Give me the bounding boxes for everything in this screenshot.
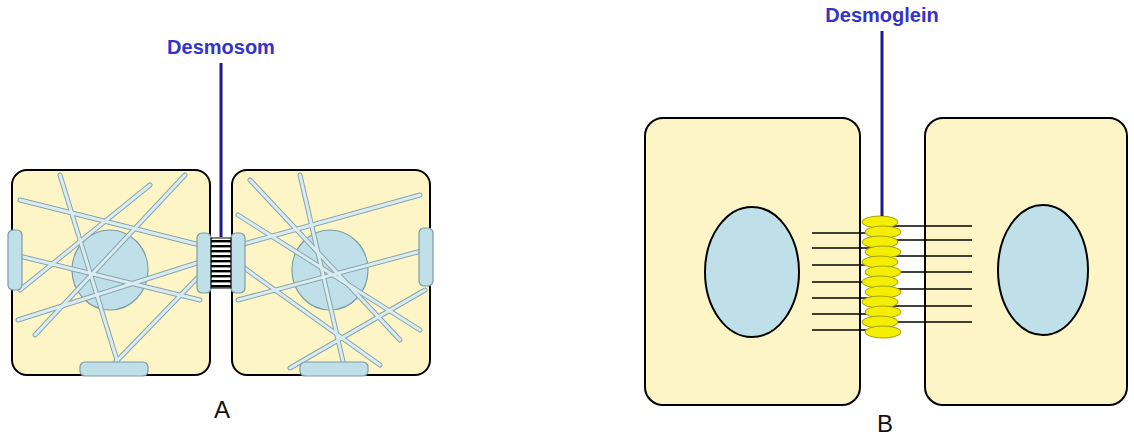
plaque	[231, 233, 245, 293]
filament	[238, 215, 420, 330]
desmosome-junction	[211, 238, 231, 288]
plaque	[197, 233, 211, 293]
structure-label: Desmoglein	[825, 4, 938, 27]
desmoglein	[865, 326, 901, 338]
plaque	[300, 362, 368, 376]
filament	[240, 195, 420, 245]
filaments	[238, 175, 425, 370]
filament	[20, 200, 200, 245]
plaque	[419, 228, 433, 286]
cell	[232, 170, 430, 375]
filament	[290, 290, 425, 368]
desmoglein-stack	[862, 216, 901, 338]
anchor-lines	[812, 226, 972, 330]
plaque	[80, 362, 148, 376]
filament	[20, 185, 150, 290]
cell	[925, 118, 1127, 405]
nucleus	[998, 205, 1088, 335]
nucleus	[705, 207, 799, 337]
panel-letter: B	[877, 410, 893, 438]
cell	[12, 170, 210, 375]
structure-label: Desmosom	[167, 36, 275, 59]
leader-line	[881, 31, 884, 216]
filaments	[15, 175, 205, 370]
filament	[60, 175, 120, 370]
leader-line	[220, 63, 223, 237]
panel-letter: A	[214, 396, 230, 424]
cell	[645, 118, 860, 405]
plaque	[8, 230, 22, 290]
